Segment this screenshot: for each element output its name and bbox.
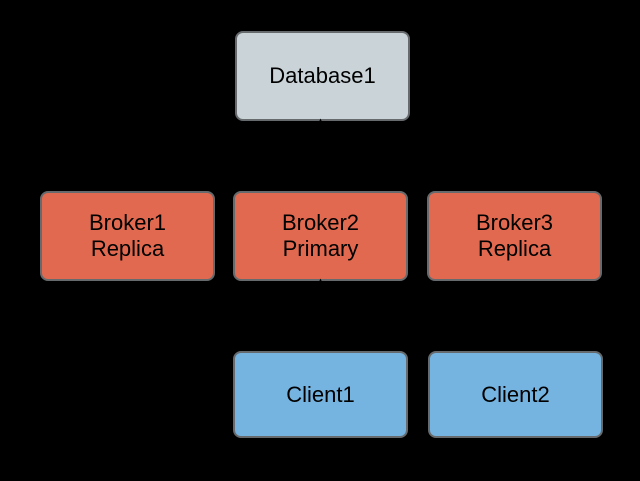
- node-broker2-role: Primary: [282, 236, 359, 261]
- node-database1-label: Database1: [269, 63, 376, 88]
- arrow-broker2-to-database1: [316, 118, 325, 191]
- node-broker1: Broker1 Replica: [40, 191, 215, 281]
- node-broker2: Broker2 Primary: [233, 191, 408, 281]
- arrow-client1-to-broker2: [316, 278, 325, 351]
- node-broker3-role: Replica: [477, 236, 552, 261]
- node-broker1-role: Replica: [90, 236, 165, 261]
- node-broker1-name: Broker1: [88, 210, 167, 235]
- node-client1-label: Client1: [286, 381, 355, 407]
- node-database1: Database1: [235, 31, 410, 121]
- node-client2-label: Client2: [481, 381, 550, 407]
- node-broker3-name: Broker3: [475, 210, 554, 235]
- node-broker2-name: Broker2: [281, 210, 360, 235]
- node-broker3: Broker3 Replica: [427, 191, 602, 281]
- node-client2: Client2: [428, 351, 603, 438]
- node-client1: Client1: [233, 351, 408, 438]
